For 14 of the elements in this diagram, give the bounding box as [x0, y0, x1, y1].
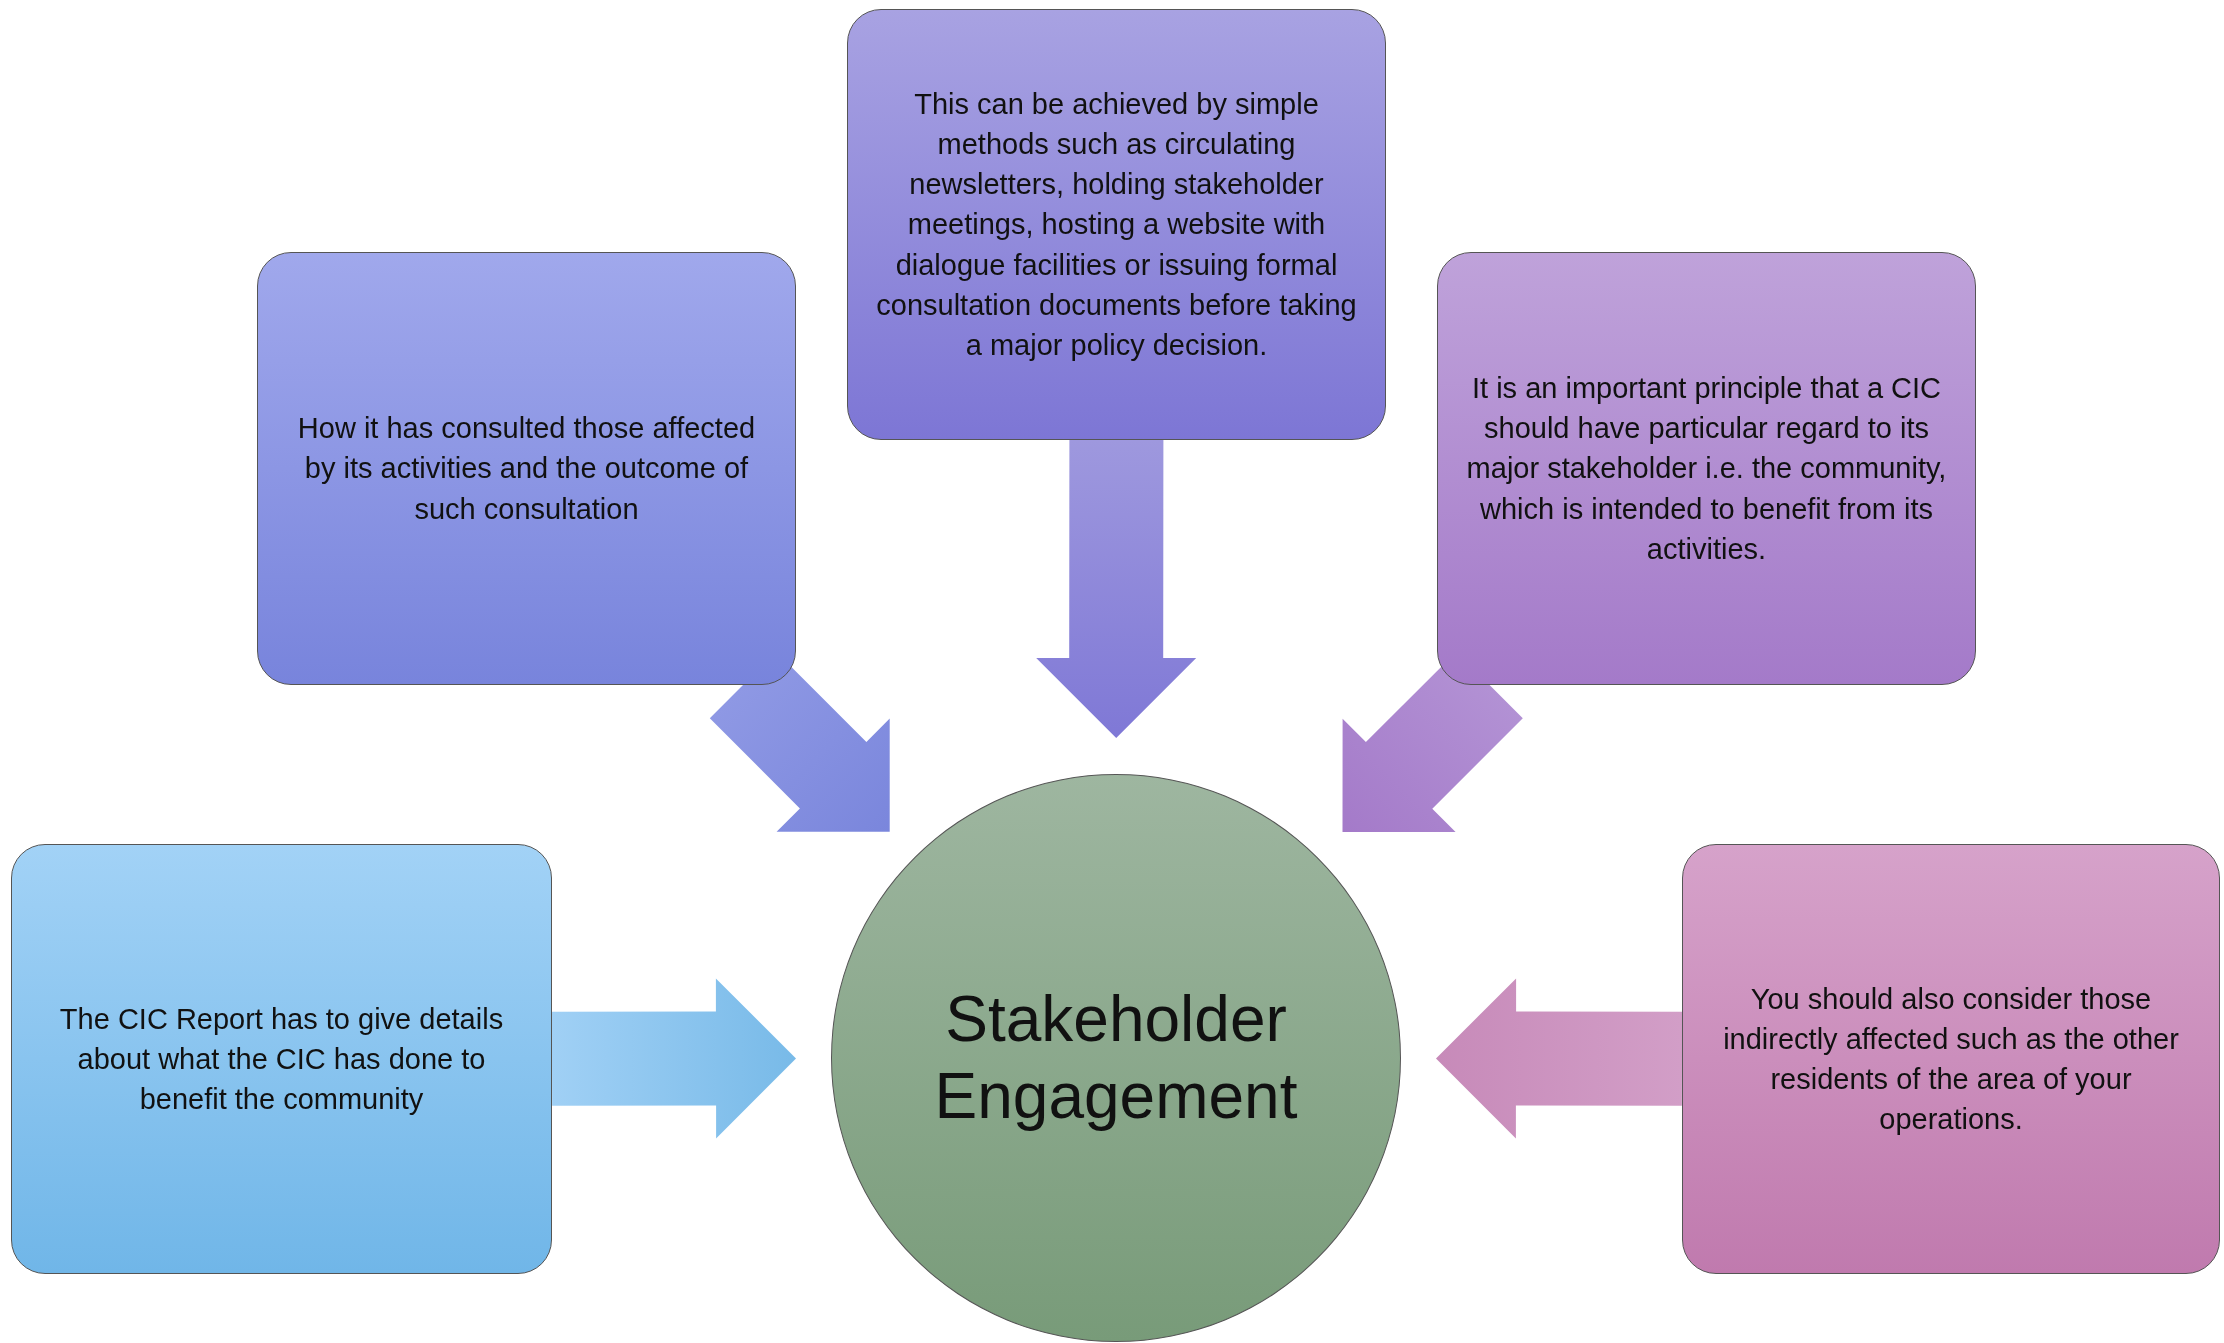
topic-title: Stakeholder Engagement [933, 982, 1299, 1134]
box-text: You should also consider those indirectly affected such as the other residents of the area of your operations. [1722, 981, 2180, 1137]
box-text: How it has consulted those affected by its activities and the outcome of such consultation [296, 411, 757, 527]
box-text: It is an important principle that a CIC should have particular regard to its major stakeholder i.e. the community, which is intended to benefit from its activities. [1465, 371, 1948, 567]
info-box [11, 844, 552, 1274]
info-box [1682, 844, 2220, 1274]
box-text: This can be achieved by simple methods such as circulating newsletters, holding stakeholder meetings, hosting a website with dialogue facilities or issuing formal consultation documents before taking a major policy decision. [875, 87, 1358, 363]
box-text: The CIC Report has to give details about what the CIC has done to benefit the community [58, 1001, 505, 1117]
block-arrow [1036, 440, 1197, 738]
block-arrow [551, 978, 796, 1139]
info-box [257, 252, 796, 685]
block-arrow [1436, 978, 1683, 1139]
info-box [1437, 252, 1976, 685]
info-box [847, 9, 1386, 440]
